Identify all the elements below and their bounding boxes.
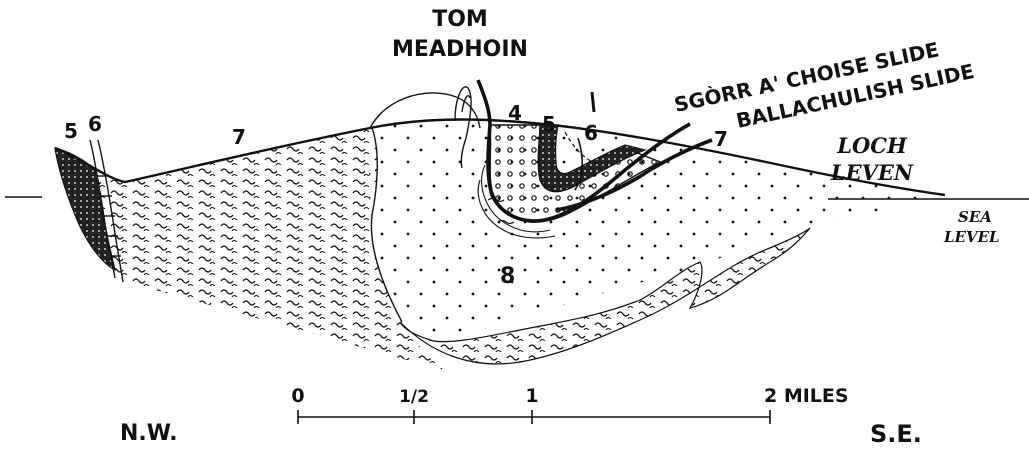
- unit-label-center-4: 4: [508, 101, 522, 125]
- sea-level-label-line-1: SEA: [958, 208, 992, 226]
- scale-tick-1: 1: [525, 385, 538, 407]
- unit-label-center-5: 5: [542, 112, 556, 136]
- scale-tick-half: 1/2: [399, 387, 429, 407]
- unit-label-right-7: 7: [714, 127, 728, 151]
- unit-label-center-6: 6: [584, 121, 598, 145]
- title-line-2: MEADHOIN: [392, 37, 528, 62]
- title-line-1: TOM: [432, 7, 488, 32]
- sea-level-label-line-2: LEVEL: [943, 228, 1000, 246]
- scale-bar: [298, 410, 770, 424]
- unit-label-left-7: 7: [232, 125, 246, 149]
- loch-label-line-1: LOCH: [836, 133, 908, 158]
- unit-6-marker-line: [592, 92, 594, 112]
- loch-label-line-2: LEVEN: [830, 160, 914, 185]
- orientation-se: S.E.: [870, 420, 922, 448]
- orientation-nw: N.W.: [120, 421, 178, 446]
- unit-label-left-5: 5: [64, 119, 78, 143]
- scale-tick-0: 0: [291, 385, 304, 407]
- unit-label-left-6: 6: [88, 112, 102, 136]
- scale-tick-2-miles: 2 MILES: [764, 385, 849, 407]
- unit-label-center-8: 8: [500, 264, 515, 289]
